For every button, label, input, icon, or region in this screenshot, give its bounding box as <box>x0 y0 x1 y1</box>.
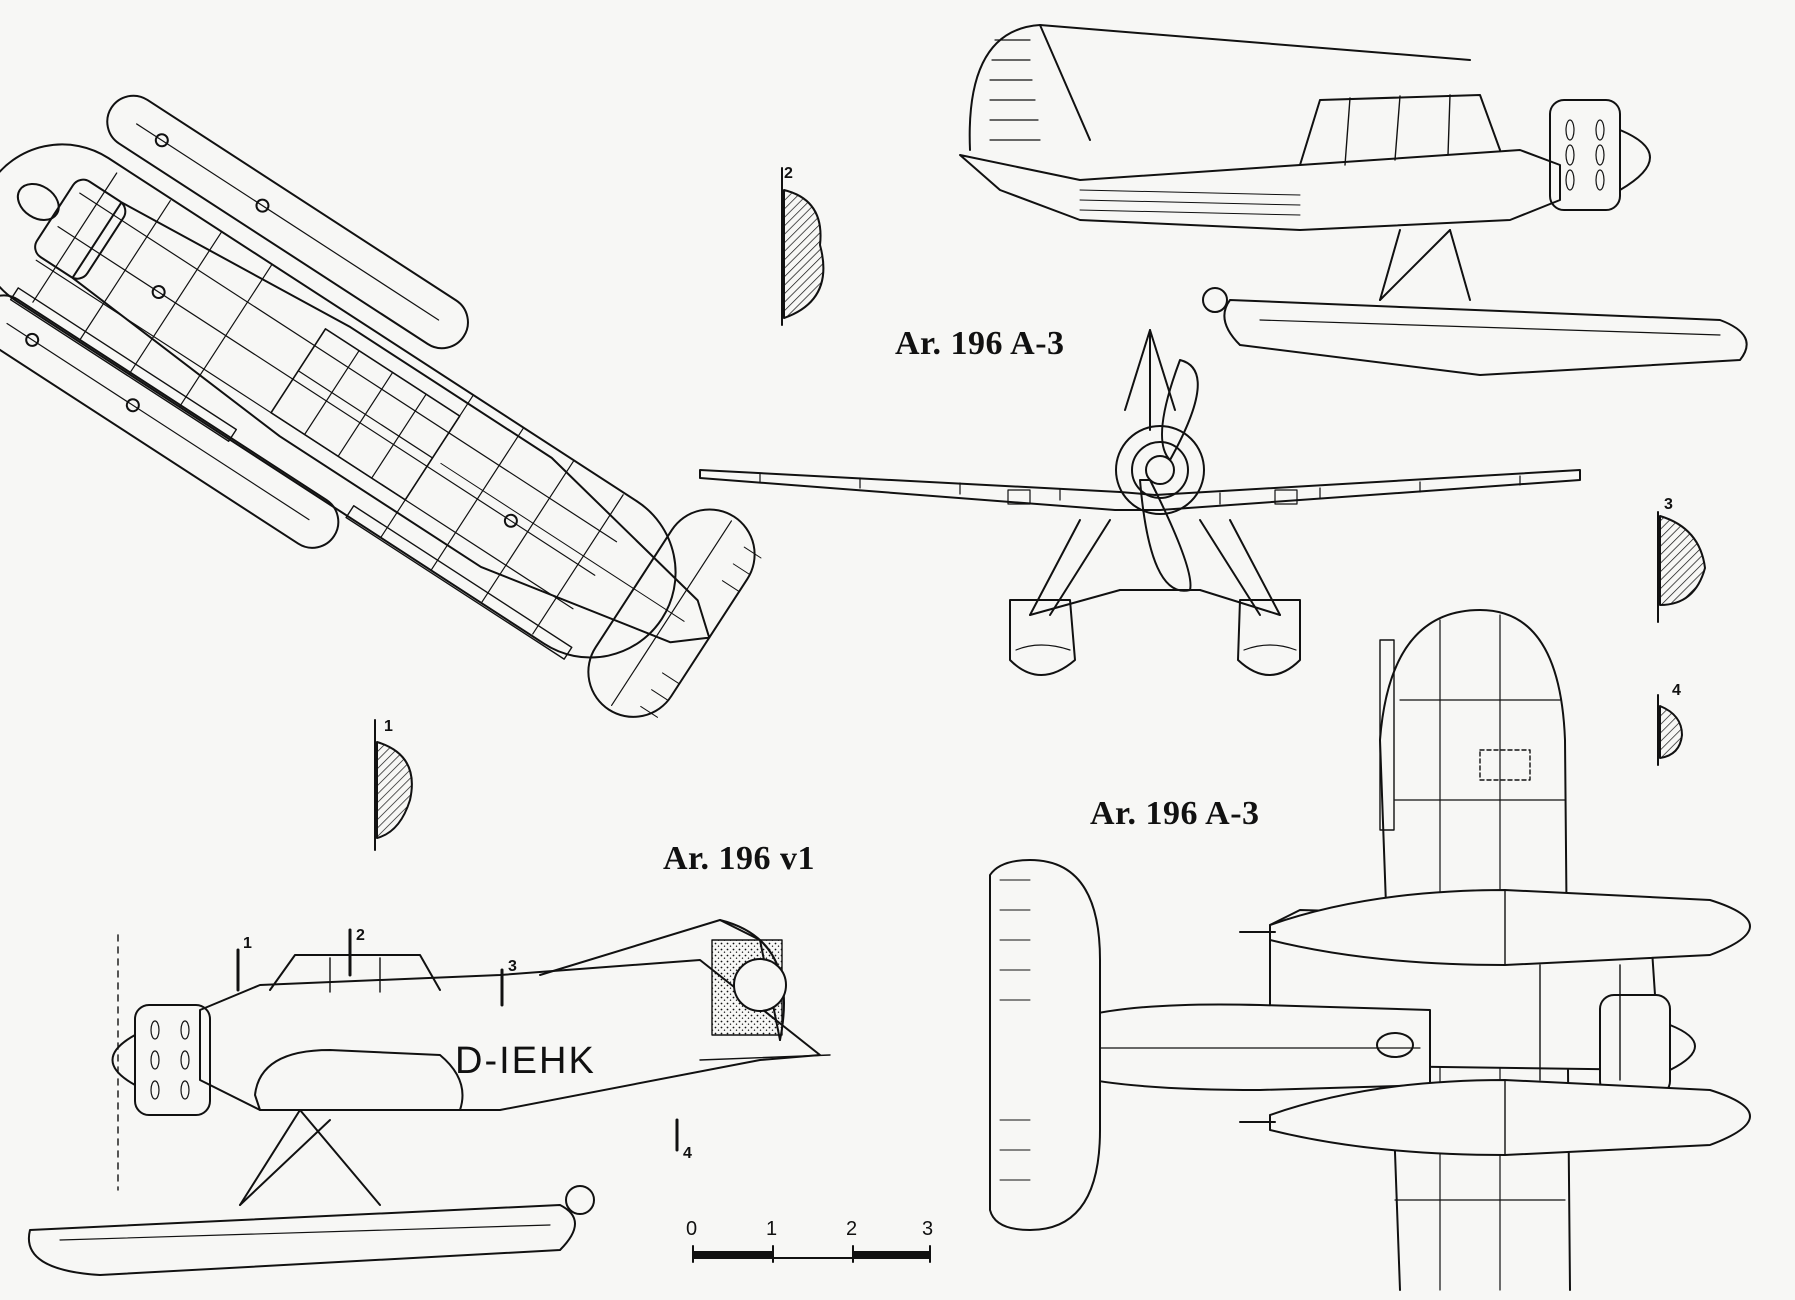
section-profile-4 <box>1657 694 1683 766</box>
registration-marking: D-IEHK <box>455 1040 596 1082</box>
section-profile-1 <box>374 719 413 851</box>
section-mark-label-2: 2 <box>356 927 365 944</box>
scale-label-0: 0 <box>686 1218 698 1240</box>
section-mark-label-4: 4 <box>683 1145 692 1162</box>
scale-label-2: 2 <box>846 1218 858 1240</box>
scale-label-1: 1 <box>766 1218 778 1240</box>
scale-bar <box>692 1245 931 1263</box>
caption-a3-front: Ar. 196 A-3 <box>895 325 1065 362</box>
caption-a3-bottom: Ar. 196 A-3 <box>1090 795 1260 832</box>
plan-view-wing <box>0 143 677 660</box>
caption-v1: Ar. 196 v1 <box>663 840 816 877</box>
section-profile-3 <box>1657 511 1706 623</box>
section-profile-label-2: 2 <box>784 165 793 182</box>
section-profile-label-4: 4 <box>1672 682 1681 699</box>
side-view-v1 <box>27 919 831 1276</box>
section-mark-label-3: 3 <box>508 958 517 975</box>
plan-view-tailplane <box>587 508 762 718</box>
section-profile-label-3: 3 <box>1664 496 1673 513</box>
section-mark-label-1: 1 <box>243 935 252 952</box>
front-view <box>699 329 1581 676</box>
section-marks <box>236 928 679 1152</box>
scale-label-3: 3 <box>922 1218 934 1240</box>
plan-view-top <box>0 94 762 718</box>
section-profile-label-1: 1 <box>384 718 393 735</box>
plan-view-floats <box>0 94 469 549</box>
plan-view-fuselage <box>16 178 711 644</box>
section-profile-2 <box>781 167 825 326</box>
side-view-a3 <box>959 24 1748 376</box>
bottom-view-a3 <box>989 609 1751 1291</box>
